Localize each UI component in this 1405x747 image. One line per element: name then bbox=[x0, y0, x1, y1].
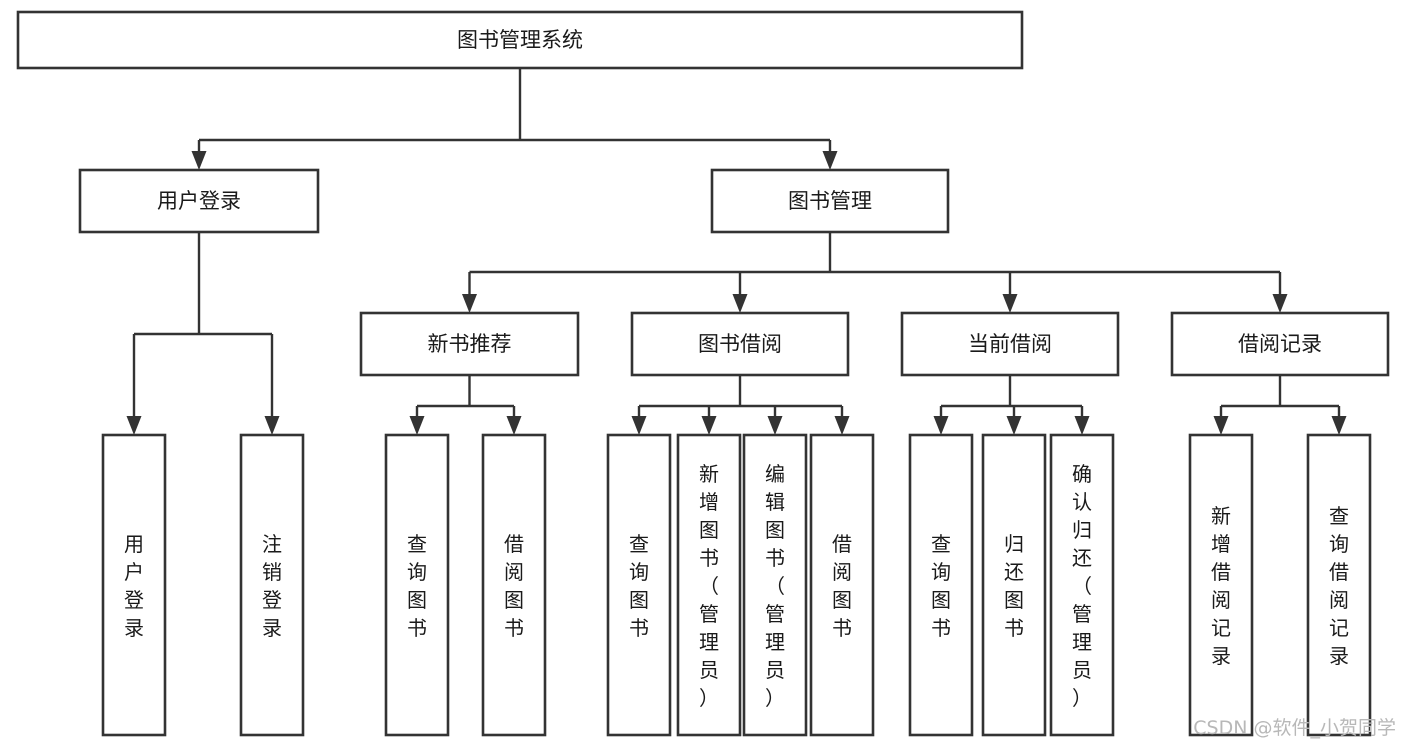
arrow-head-icon bbox=[126, 416, 142, 435]
arrow-head-icon bbox=[834, 416, 850, 435]
leaf-leaf-user-logout-box[interactable] bbox=[239, 433, 305, 737]
arrow-head-icon bbox=[631, 416, 647, 435]
csdn-watermark: CSDN @软件_小贺同学 bbox=[1193, 717, 1396, 739]
arrow-head-icon bbox=[1006, 416, 1022, 435]
leaf-leaf-user-login-box[interactable] bbox=[101, 433, 167, 737]
leaf-leaf-query-book-current-node[interactable]: 查询图书 bbox=[908, 433, 974, 737]
leaf-leaf-user-login-node[interactable]: 用户登录 bbox=[101, 433, 167, 737]
leaf-leaf-borrow-book-rec-label: 借阅图书 bbox=[504, 532, 524, 640]
leaf-leaf-confirm-return-admin-box[interactable] bbox=[1049, 433, 1115, 737]
arrow-head-icon bbox=[409, 416, 425, 435]
root-root-label: 图书管理系统 bbox=[457, 28, 583, 52]
arrow-head-icon bbox=[1074, 416, 1090, 435]
arrow-head-icon bbox=[933, 416, 949, 435]
leaf-leaf-query-book-current-box[interactable] bbox=[908, 433, 974, 737]
leaf-leaf-return-book-node[interactable]: 归还图书 bbox=[981, 433, 1047, 737]
leaf-leaf-borrow-book-rec-node[interactable]: 借阅图书 bbox=[481, 433, 547, 737]
root-root-box[interactable] bbox=[16, 10, 1024, 70]
leaf-leaf-query-book-borrow-node[interactable]: 查询图书 bbox=[606, 433, 672, 737]
leaf-leaf-confirm-return-admin-node[interactable]: 确认归还（管理员） bbox=[1049, 433, 1115, 737]
leaf-leaf-add-borrow-record-label: 新增借阅记录 bbox=[1211, 504, 1231, 668]
leaf-leaf-return-book-label: 归还图书 bbox=[1004, 532, 1024, 640]
leaf-leaf-add-book-admin-label: 新增图书（管理员） bbox=[699, 462, 719, 710]
leaf-leaf-add-book-admin-box[interactable] bbox=[676, 433, 742, 737]
l2-book-manage-label: 图书管理 bbox=[788, 189, 872, 213]
leaf-leaf-borrow-book-node[interactable]: 借阅图书 bbox=[809, 433, 875, 737]
l3-new-book-recommend-label: 新书推荐 bbox=[428, 332, 512, 356]
arrow-head-icon bbox=[701, 416, 717, 435]
l2-book-manage-node[interactable]: 图书管理 bbox=[710, 168, 950, 234]
l2-user-login-box[interactable] bbox=[78, 168, 320, 234]
arrow-head-icon bbox=[767, 416, 783, 435]
connector-layer bbox=[126, 68, 1347, 435]
leaf-leaf-query-borrow-record-label: 查询借阅记录 bbox=[1329, 504, 1349, 668]
leaf-leaf-add-borrow-record-box[interactable] bbox=[1188, 433, 1254, 737]
l2-user-login-label: 用户登录 bbox=[157, 189, 241, 213]
l3-borrow-record-box[interactable] bbox=[1170, 311, 1390, 377]
arrow-head-icon bbox=[264, 416, 280, 435]
arrow-head-icon bbox=[506, 416, 522, 435]
leaf-leaf-query-book-current-label: 查询图书 bbox=[931, 532, 951, 640]
arrow-head-icon bbox=[1002, 294, 1018, 313]
leaf-leaf-query-book-borrow-box[interactable] bbox=[606, 433, 672, 737]
leaf-leaf-edit-book-admin-label: 编辑图书（管理员） bbox=[765, 462, 785, 710]
leaf-leaf-query-borrow-record-box[interactable] bbox=[1306, 433, 1372, 737]
l3-new-book-recommend-node[interactable]: 新书推荐 bbox=[359, 311, 580, 377]
arrow-head-icon bbox=[822, 151, 838, 170]
leaf-leaf-user-logout-label: 注销登录 bbox=[262, 532, 282, 640]
l3-new-book-recommend-box[interactable] bbox=[359, 311, 580, 377]
arrow-head-icon bbox=[462, 294, 477, 313]
arrow-head-icon bbox=[1331, 416, 1347, 435]
leaf-leaf-add-borrow-record-node[interactable]: 新增借阅记录 bbox=[1188, 433, 1254, 737]
root-root-node[interactable]: 图书管理系统 bbox=[16, 10, 1024, 70]
leaf-leaf-borrow-book-rec-box[interactable] bbox=[481, 433, 547, 737]
arrow-head-icon bbox=[1213, 416, 1229, 435]
l3-current-borrow-box[interactable] bbox=[900, 311, 1120, 377]
leaf-leaf-borrow-book-box[interactable] bbox=[809, 433, 875, 737]
leaf-leaf-borrow-book-label: 借阅图书 bbox=[832, 532, 852, 640]
node-layer: 图书管理系统用户登录图书管理新书推荐图书借阅当前借阅借阅记录用户登录注销登录查询… bbox=[16, 10, 1390, 737]
arrow-head-icon bbox=[1272, 294, 1288, 313]
leaf-leaf-query-book-rec-label: 查询图书 bbox=[407, 532, 427, 640]
l2-book-manage-box[interactable] bbox=[710, 168, 950, 234]
leaf-leaf-confirm-return-admin-label: 确认归还（管理员） bbox=[1072, 462, 1092, 710]
l3-borrow-record-node[interactable]: 借阅记录 bbox=[1170, 311, 1390, 377]
leaf-leaf-return-book-box[interactable] bbox=[981, 433, 1047, 737]
arrow-head-icon bbox=[191, 151, 207, 170]
leaf-leaf-user-login-label: 用户登录 bbox=[124, 532, 144, 640]
l3-book-borrow-node[interactable]: 图书借阅 bbox=[630, 311, 850, 377]
l3-book-borrow-box[interactable] bbox=[630, 311, 850, 377]
leaf-leaf-edit-book-admin-node[interactable]: 编辑图书（管理员） bbox=[742, 433, 808, 737]
arrow-head-icon bbox=[732, 294, 748, 313]
leaf-leaf-query-borrow-record-node[interactable]: 查询借阅记录 bbox=[1306, 433, 1372, 737]
l3-current-borrow-node[interactable]: 当前借阅 bbox=[900, 311, 1120, 377]
leaf-leaf-edit-book-admin-box[interactable] bbox=[742, 433, 808, 737]
l3-current-borrow-label: 当前借阅 bbox=[968, 332, 1052, 356]
leaf-leaf-query-book-rec-node[interactable]: 查询图书 bbox=[384, 433, 450, 737]
l3-borrow-record-label: 借阅记录 bbox=[1238, 332, 1322, 356]
l3-book-borrow-label: 图书借阅 bbox=[698, 332, 782, 356]
leaf-leaf-add-book-admin-node[interactable]: 新增图书（管理员） bbox=[676, 433, 742, 737]
l2-user-login-node[interactable]: 用户登录 bbox=[78, 168, 320, 234]
leaf-leaf-query-book-borrow-label: 查询图书 bbox=[629, 532, 649, 640]
leaf-leaf-query-book-rec-box[interactable] bbox=[384, 433, 450, 737]
leaf-leaf-user-logout-node[interactable]: 注销登录 bbox=[239, 433, 305, 737]
